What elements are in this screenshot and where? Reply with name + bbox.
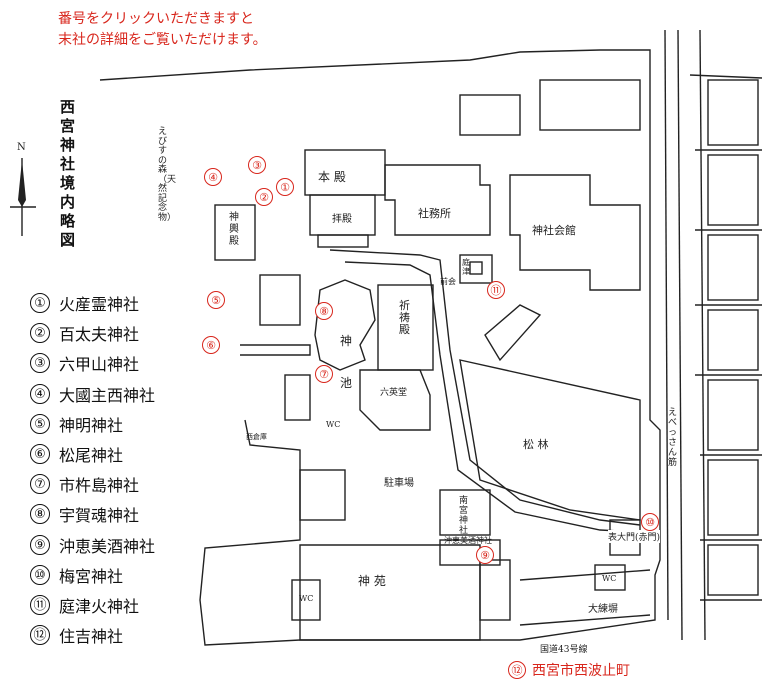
legend-item-9[interactable]: ⑨ 沖恵美酒神社 (30, 530, 155, 560)
legend-item-6[interactable]: ⑥ 松尾神社 (30, 439, 155, 469)
legend-number: ⑫ (30, 625, 50, 646)
legend-item-5[interactable]: ⑤ 神明神社 (30, 409, 155, 439)
label-wc-2: WC (299, 594, 314, 603)
legend-name: 住吉神社 (59, 627, 124, 647)
label-okiebisu: 沖恵美酒神社 (444, 536, 492, 545)
map-marker-7[interactable]: ⑦ (315, 365, 333, 383)
north-label: N (17, 142, 26, 153)
legend-number: ④ (30, 383, 50, 404)
legend-number: ⑥ (30, 444, 50, 465)
legend-name: 神明神社 (59, 415, 124, 435)
bottom-link-label: 西宮市西波止町 (532, 663, 630, 679)
legend-item-7[interactable]: ⑦ 市杵島神社 (30, 469, 155, 499)
label-ike1: 神 (340, 334, 353, 348)
label-wc-1: WC (326, 420, 341, 429)
legend-number: ① (30, 293, 50, 314)
legend-number: ⑨ (30, 534, 50, 555)
legend-item-1[interactable]: ① 火産霊神社 (30, 288, 155, 318)
label-saishoko: 西倉庫 (246, 433, 267, 441)
map-marker-9[interactable]: ⑨ (476, 546, 494, 564)
legend-name: 沖恵美酒神社 (59, 536, 156, 556)
map-marker-3[interactable]: ③ (248, 156, 266, 174)
map-title: 西宮神社境内略図 (60, 98, 76, 249)
label-niwatsuhi: 庭津 (462, 258, 470, 276)
legend-item-4[interactable]: ④ 大國主西神社 (30, 379, 155, 409)
legend-name: 火産霊神社 (59, 295, 140, 315)
label-ike2: 池 (340, 376, 353, 390)
legend-name: 六甲山神社 (59, 355, 140, 375)
bottom-link-sumiyoshi[interactable]: ⑫ 西宮市西波止町 (508, 660, 630, 680)
legend-name: 宇賀魂神社 (59, 506, 140, 526)
legend-number: ⑩ (30, 564, 50, 585)
map-marker-4[interactable]: ④ (204, 168, 222, 186)
legend-number: ⑤ (30, 413, 50, 434)
legend-name: 市杵島神社 (59, 476, 140, 496)
legend-item-10[interactable]: ⑩ 梅宮神社 (30, 560, 155, 590)
map-marker-11[interactable]: ⑪ (487, 281, 505, 299)
label-honden: 本 殿 (318, 170, 346, 184)
label-ebisu-forest: えびすの森（天然記念物） (158, 127, 177, 223)
label-shin-en: 神 苑 (358, 574, 386, 588)
legend-item-2[interactable]: ② 百太夫神社 (30, 318, 155, 348)
legend-item-11[interactable]: ⑪ 庭津火神社 (30, 590, 155, 620)
legend-number: ② (30, 323, 50, 344)
legend-number: ⑪ (30, 594, 50, 615)
precinct-wall (99, 49, 661, 646)
compass-needle (18, 160, 26, 207)
label-jinja-kaikan: 神社会館 (532, 224, 576, 237)
bottom-link-number: ⑫ (508, 661, 526, 679)
label-shamusho: 社務所 (418, 207, 451, 220)
map-marker-6[interactable]: ⑥ (202, 336, 220, 354)
label-wc-3: WC (602, 574, 617, 583)
label-ohneri: 大練塀 (588, 604, 618, 615)
instruction-line-2: 末社の詳細をご覧いただけます。 (58, 32, 267, 48)
legend-name: 庭津火神社 (59, 596, 140, 616)
legend-number: ⑦ (30, 474, 50, 495)
map-marker-5[interactable]: ⑤ (207, 291, 225, 309)
label-chushajo: 駐車場 (384, 478, 414, 489)
instruction-line-1: 番号をクリックいただきますと (58, 11, 254, 27)
label-kokudo: 国道43号線 (540, 645, 588, 655)
label-minami-miya: 南宮神社 (459, 496, 469, 536)
map-marker-2[interactable]: ② (255, 188, 273, 206)
map-marker-8[interactable]: ⑧ (315, 302, 333, 320)
map-marker-10[interactable]: ⑩ (641, 513, 659, 531)
label-rokkudo: 六英堂 (380, 388, 408, 398)
label-haiden: 拝殿 (332, 214, 352, 225)
legend-name: 大國主西神社 (59, 385, 156, 405)
label-kitouden: 祈祷殿 (399, 299, 410, 336)
shrine-legend: ① 火産霊神社 ② 百太夫神社 ③ 六甲山神社 ④ 大國主西神社 ⑤ 神明神社 ⑥ 松尾神社… (30, 288, 155, 650)
legend-number: ⑧ (30, 504, 50, 525)
map-marker-1[interactable]: ① (276, 178, 294, 196)
label-matsubayashi: 松 林 (523, 438, 549, 451)
legend-name: 松尾神社 (59, 446, 124, 466)
label-shinyoden: 神輿殿 (229, 212, 239, 247)
legend-name: 梅宮神社 (59, 566, 124, 586)
legend-item-8[interactable]: ⑧ 宇賀魂神社 (30, 499, 155, 529)
legend-item-3[interactable]: ③ 六甲山神社 (30, 348, 155, 378)
label-ebessan-suji: えべっさん筋 (668, 408, 678, 468)
legend-name: 百太夫神社 (59, 325, 140, 345)
label-zenrui: 前会 (440, 277, 456, 286)
legend-number: ③ (30, 353, 50, 374)
legend-item-12[interactable]: ⑫ 住吉神社 (30, 620, 155, 650)
label-daimon: 表大門(赤門) (608, 530, 661, 543)
